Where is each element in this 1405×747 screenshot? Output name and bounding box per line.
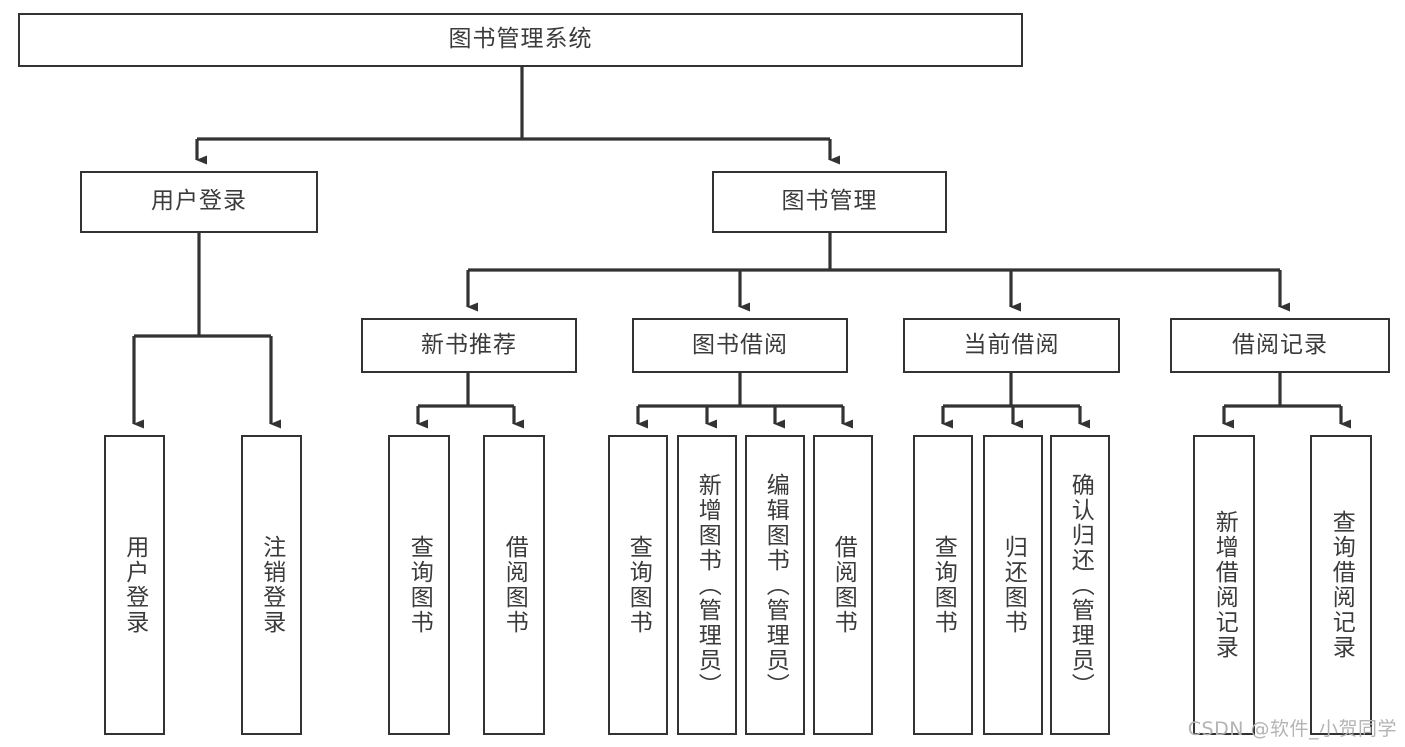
node-current-borrow-label: 当前借阅 [963,331,1060,358]
node-new-book-recommend-label: 新书推荐 [421,331,517,358]
node-book-borrow[interactable]: 图书借阅 [632,318,848,373]
leaf-bb-query-book-label: 查询图书 [625,535,652,635]
leaf-bb-add-book[interactable]: 新增图书（管理员） [677,435,737,735]
leaf-br-query-record[interactable]: 查询借阅记录 [1310,435,1372,735]
leaf-cb-return-book-label: 归还图书 [1000,535,1027,635]
node-root[interactable]: 图书管理系统 [18,13,1023,67]
leaf-bb-add-book-label: 新增图书（管理员） [694,472,721,698]
node-borrow-record-label: 借阅记录 [1232,331,1328,358]
leaf-user-login-label: 用户登录 [121,535,148,635]
leaf-bb-borrow-book-label: 借阅图书 [830,535,857,635]
leaf-nb-borrow-book[interactable]: 借阅图书 [483,435,545,735]
node-book-management-label: 图书管理 [781,188,878,215]
leaf-cb-confirm-return-label: 确认归还（管理员） [1067,472,1094,698]
node-user-login-label: 用户登录 [151,188,247,215]
leaf-br-add-record-label: 新增借阅记录 [1211,510,1238,660]
node-user-login[interactable]: 用户登录 [80,171,318,233]
node-root-label: 图书管理系统 [448,26,593,53]
node-new-book-recommend[interactable]: 新书推荐 [361,318,577,373]
node-book-borrow-label: 图书借阅 [692,331,788,358]
leaf-cb-return-book[interactable]: 归还图书 [983,435,1043,735]
leaf-logout-label: 注销登录 [258,535,285,635]
leaf-cb-confirm-return[interactable]: 确认归还（管理员） [1050,435,1110,735]
leaf-nb-query-book[interactable]: 查询图书 [388,435,450,735]
leaf-cb-query-book[interactable]: 查询图书 [913,435,973,735]
leaf-logout[interactable]: 注销登录 [241,435,302,735]
node-book-management[interactable]: 图书管理 [712,171,947,233]
leaf-user-login[interactable]: 用户登录 [104,435,165,735]
leaf-bb-edit-book[interactable]: 编辑图书（管理员） [745,435,805,735]
leaf-bb-borrow-book[interactable]: 借阅图书 [813,435,873,735]
leaf-br-add-record[interactable]: 新增借阅记录 [1193,435,1255,735]
node-current-borrow[interactable]: 当前借阅 [903,318,1120,373]
leaf-bb-edit-book-label: 编辑图书（管理员） [762,472,789,698]
leaf-br-query-record-label: 查询借阅记录 [1328,510,1355,660]
leaf-cb-query-book-label: 查询图书 [930,535,957,635]
leaf-bb-query-book[interactable]: 查询图书 [608,435,668,735]
leaf-nb-borrow-book-label: 借阅图书 [501,535,528,635]
node-borrow-record[interactable]: 借阅记录 [1170,318,1390,373]
leaf-nb-query-book-label: 查询图书 [406,535,433,635]
